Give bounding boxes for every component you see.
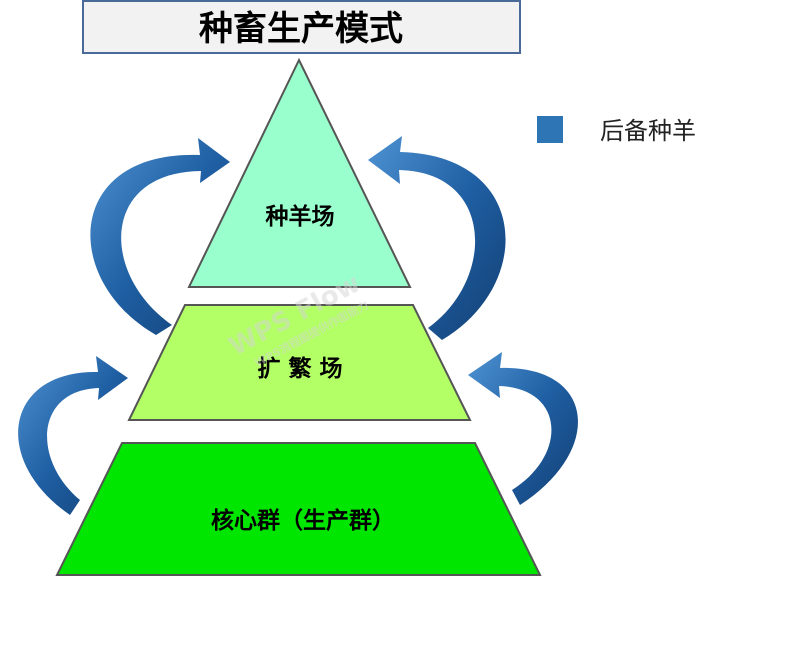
- tier-bottom-label: 核心群（生产群）: [211, 507, 395, 534]
- arrow-upper-right: [368, 136, 506, 340]
- tier-middle-shape: [127, 304, 472, 421]
- tier-top: 种羊场: [187, 57, 412, 288]
- legend-label: 后备种羊: [600, 117, 696, 145]
- legend: 后备种羊: [537, 116, 696, 145]
- tier-bottom-shape: [55, 442, 542, 576]
- tier-middle: 扩 繁 场: [127, 304, 472, 421]
- arrow-lower-right: [468, 352, 578, 505]
- arrow-lower-left: [18, 356, 128, 515]
- tier-top-label: 种羊场: [265, 203, 335, 230]
- arrow-upper-left: [90, 138, 230, 335]
- tier-top-shape: [187, 57, 412, 288]
- legend-swatch: [537, 116, 563, 143]
- title-box: 种畜生产模式: [82, 0, 521, 54]
- page-title: 种畜生产模式: [199, 9, 403, 49]
- tier-middle-label: 扩 繁 场: [257, 355, 342, 382]
- tier-bottom: 核心群（生产群）: [55, 442, 542, 576]
